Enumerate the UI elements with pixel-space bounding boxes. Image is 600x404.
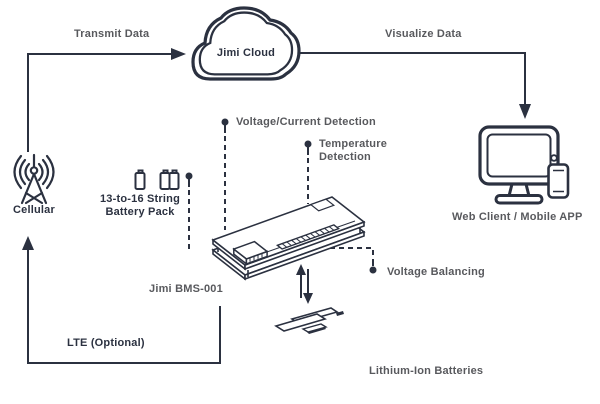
cellular-label: Cellular	[13, 204, 55, 216]
visualize-arrow	[300, 52, 531, 119]
battery-pack-label: 13-to-16 String Battery Pack	[96, 193, 184, 219]
voltage-balancing-label: Voltage Balancing	[387, 266, 485, 278]
lte-optional-label: LTE (Optional)	[67, 337, 145, 349]
web-client-icon	[478, 125, 570, 205]
lithium-batteries-icon	[274, 307, 344, 334]
visualize-data-label: Visualize Data	[385, 28, 462, 40]
temperature-detection-label: Temperature Detection	[319, 138, 387, 164]
web-client-label: Web Client / Mobile APP	[452, 211, 583, 223]
lte-arrow	[22, 236, 221, 364]
pin-voltage-balancing	[369, 259, 377, 274]
bms-label: Jimi BMS-001	[149, 283, 223, 295]
exchange-arrows-icon	[296, 264, 313, 304]
temperature-detection-line1: Temperature	[319, 138, 388, 150]
transmit-data-label: Transmit Data	[74, 28, 150, 40]
temperature-detection-line2: Detection	[319, 151, 371, 163]
transmit-arrow	[27, 48, 186, 152]
battery-pack-label-line2: Battery Pack	[105, 206, 175, 218]
voltage-current-detection-label: Voltage/Current Detection	[236, 116, 376, 128]
cellular-icon	[13, 153, 55, 205]
mobile-phone-icon	[547, 163, 570, 199]
battery-pack-icon	[134, 169, 180, 190]
lithium-batteries-label: Lithium-Ion Batteries	[369, 365, 484, 377]
pin-voltage-current	[221, 118, 229, 133]
battery-pack-label-line1: 13-to-16 String	[99, 193, 180, 205]
cloud-label: Jimi Cloud	[216, 47, 276, 59]
cloud-icon	[191, 6, 301, 81]
pin-temperature	[304, 140, 312, 155]
pin-battery-pack	[185, 172, 193, 187]
pcb-board-icon	[211, 196, 366, 281]
